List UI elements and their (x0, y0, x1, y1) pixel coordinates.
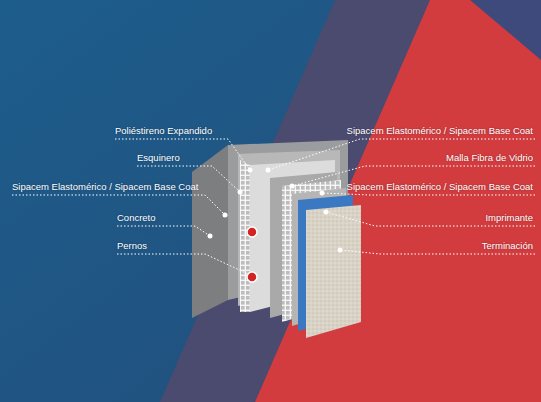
finish-layer (306, 205, 361, 338)
bolt (247, 227, 257, 237)
part-label: Sipacem Elastomérico / Sipacem Base Coat (12, 181, 198, 193)
leader-lines (12, 139, 535, 274)
part-label: Pernos (117, 240, 147, 252)
corner-band (470, 0, 541, 60)
part-label: Malla Fibra de Vidrio (446, 152, 533, 164)
part-label: Sipacem Elastomérico / Sipacem Base Coat (347, 181, 533, 193)
concrete-side (192, 145, 228, 318)
part-label: Imprimante (485, 212, 533, 224)
bolt (247, 272, 257, 282)
leader-dots (208, 168, 343, 253)
part-label: Sipacem Elastomérico / Sipacem Base Coat (347, 125, 533, 137)
part-label: Poliéstireno Expandido (115, 125, 212, 137)
red-band (255, 0, 541, 402)
part-label: Concreto (117, 212, 156, 224)
part-label: Terminación (482, 240, 533, 252)
part-label: Esquinero (137, 152, 180, 164)
